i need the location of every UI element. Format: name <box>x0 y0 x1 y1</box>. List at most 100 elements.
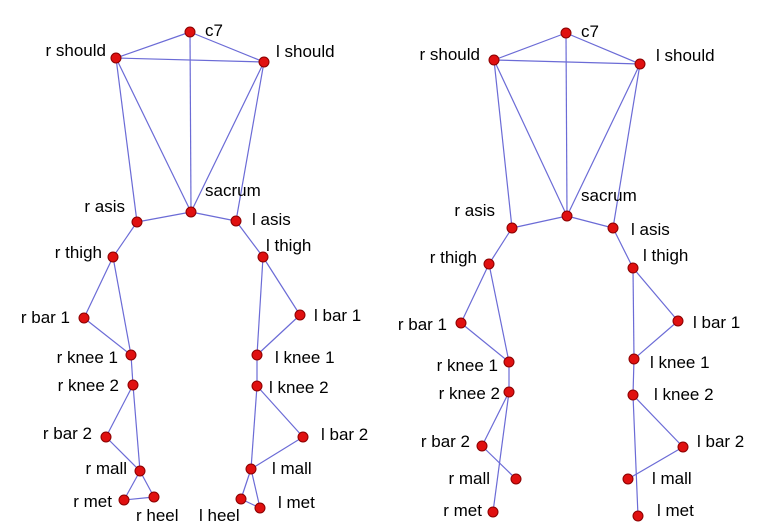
edge-l-should-to-sacrum <box>190 61 265 213</box>
edge-r-should-to-sacrum <box>115 57 192 213</box>
marker-label-r-knee2: r knee 2 <box>58 376 119 395</box>
marker-l-knee1 <box>628 353 640 365</box>
edge-l-bar1-to-l-knee1 <box>256 314 301 356</box>
marker-l-thigh <box>257 251 269 263</box>
marker-label-c7: c7 <box>205 21 223 40</box>
marker-l-knee2 <box>627 389 639 401</box>
edge-l-should-to-l-asis <box>235 61 265 222</box>
marker-label-r-mall: r mall <box>85 459 127 478</box>
marker-label-l-heel: l heel <box>199 506 240 523</box>
marker-r-knee2 <box>503 386 515 398</box>
edge-r-thigh-to-r-bar1 <box>460 263 490 324</box>
marker-label-l-bar2: l bar 2 <box>697 432 744 451</box>
marker-l-bar2 <box>297 431 309 443</box>
marker-label-r-met: r met <box>73 492 112 511</box>
marker-r-met <box>487 506 499 518</box>
marker-r-bar2 <box>100 431 112 443</box>
edge-l-bar2-to-l-mall <box>250 436 304 470</box>
marker-r-knee1 <box>125 349 137 361</box>
marker-label-c7: c7 <box>581 22 599 41</box>
marker-l-met <box>254 502 266 514</box>
marker-c7 <box>184 26 196 38</box>
marker-r-knee1 <box>503 356 515 368</box>
edge-l-thigh-to-l-bar1 <box>262 256 301 316</box>
marker-l-met <box>632 510 644 522</box>
edge-r-knee2-to-r-bar2 <box>105 384 134 438</box>
marker-label-l-asis: l asis <box>252 210 291 229</box>
marker-label-l-should: l should <box>656 46 715 65</box>
marker-label-r-thigh: r thigh <box>55 243 102 262</box>
marker-r-heel <box>148 491 160 503</box>
edge-l-should-to-sacrum <box>566 63 641 217</box>
marker-r-bar2 <box>476 440 488 452</box>
edge-l-knee2-to-l-bar2 <box>632 394 684 448</box>
marker-l-bar1 <box>294 309 306 321</box>
marker-r-should <box>488 54 500 66</box>
marker-label-l-knee2: l knee 2 <box>269 378 329 397</box>
marker-label-r-thigh: r thigh <box>430 248 477 267</box>
marker-l-knee1 <box>251 349 263 361</box>
edge-r-knee2-to-r-mall <box>132 384 141 472</box>
edge-l-bar1-to-l-knee1 <box>633 320 679 360</box>
marker-r-thigh <box>483 258 495 270</box>
marker-r-should <box>110 52 122 64</box>
marker-l-should <box>634 58 646 70</box>
edge-l-thigh-to-l-knee1 <box>256 256 264 356</box>
edge-r-should-to-r-asis <box>493 59 513 229</box>
marker-label-r-knee1: r knee 1 <box>57 348 118 367</box>
edges <box>460 32 684 517</box>
marker-sacrum <box>185 206 197 218</box>
marker-r-knee2 <box>127 379 139 391</box>
marker-label-r-bar1: r bar 1 <box>398 315 447 334</box>
edge-r-asis-to-r-thigh <box>488 227 513 265</box>
edge-r-bar1-to-r-knee1 <box>83 317 132 356</box>
marker-r-thigh <box>107 251 119 263</box>
edge-c7-to-r-should <box>493 32 567 61</box>
edge-r-knee2-to-r-bar2 <box>481 391 510 447</box>
edge-r-should-to-r-asis <box>115 57 138 223</box>
edge-r-mall-to-r-met <box>123 470 141 501</box>
marker-r-asis <box>506 222 518 234</box>
marker-r-asis <box>131 216 143 228</box>
edge-r-knee2-to-r-met <box>492 391 510 513</box>
marker-label-l-bar1: l bar 1 <box>314 306 361 325</box>
marker-r-bar1 <box>78 312 90 324</box>
marker-r-mall <box>134 465 146 477</box>
edge-r-should-to-sacrum <box>493 59 568 217</box>
edge-r-bar1-to-r-knee1 <box>460 322 510 363</box>
edge-l-should-to-l-asis <box>612 63 641 229</box>
marker-label-l-bar2: l bar 2 <box>321 425 368 444</box>
edge-r-asis-to-r-thigh <box>112 221 138 258</box>
marker-label-l-asis: l asis <box>631 220 670 239</box>
marker-label-l-should: l should <box>276 42 335 61</box>
edge-sacrum-to-l-asis <box>566 215 614 229</box>
marker-l-mall <box>622 473 634 485</box>
marker-label-l-met: l met <box>657 501 694 520</box>
marker-c7 <box>560 27 572 39</box>
marker-label-l-knee1: l knee 1 <box>275 348 335 367</box>
edge-l-knee2-to-l-met <box>632 394 639 517</box>
marker-r-mall <box>510 473 522 485</box>
marker-sacrum <box>561 210 573 222</box>
marker-label-l-knee1: l knee 1 <box>650 353 710 372</box>
edge-c7-to-l-should <box>189 31 265 63</box>
marker-label-r-bar1: r bar 1 <box>21 308 70 327</box>
marker-l-knee2 <box>251 380 263 392</box>
edge-r-thigh-to-r-knee1 <box>488 263 510 363</box>
marker-l-mall <box>245 463 257 475</box>
marker-l-asis <box>607 222 619 234</box>
marker-l-thigh <box>627 262 639 274</box>
edge-l-bar2-to-l-mall <box>627 446 684 480</box>
marker-l-should <box>258 56 270 68</box>
edge-c7-to-sacrum <box>189 31 192 213</box>
marker-label-r-met: r met <box>443 501 482 520</box>
marker-label-r-knee2: r knee 2 <box>439 384 500 403</box>
marker-label-r-knee1: r knee 1 <box>437 356 498 375</box>
marker-l-heel <box>235 493 247 505</box>
edge-l-thigh-to-l-bar1 <box>632 267 679 322</box>
edge-l-asis-to-l-thigh <box>235 220 264 258</box>
